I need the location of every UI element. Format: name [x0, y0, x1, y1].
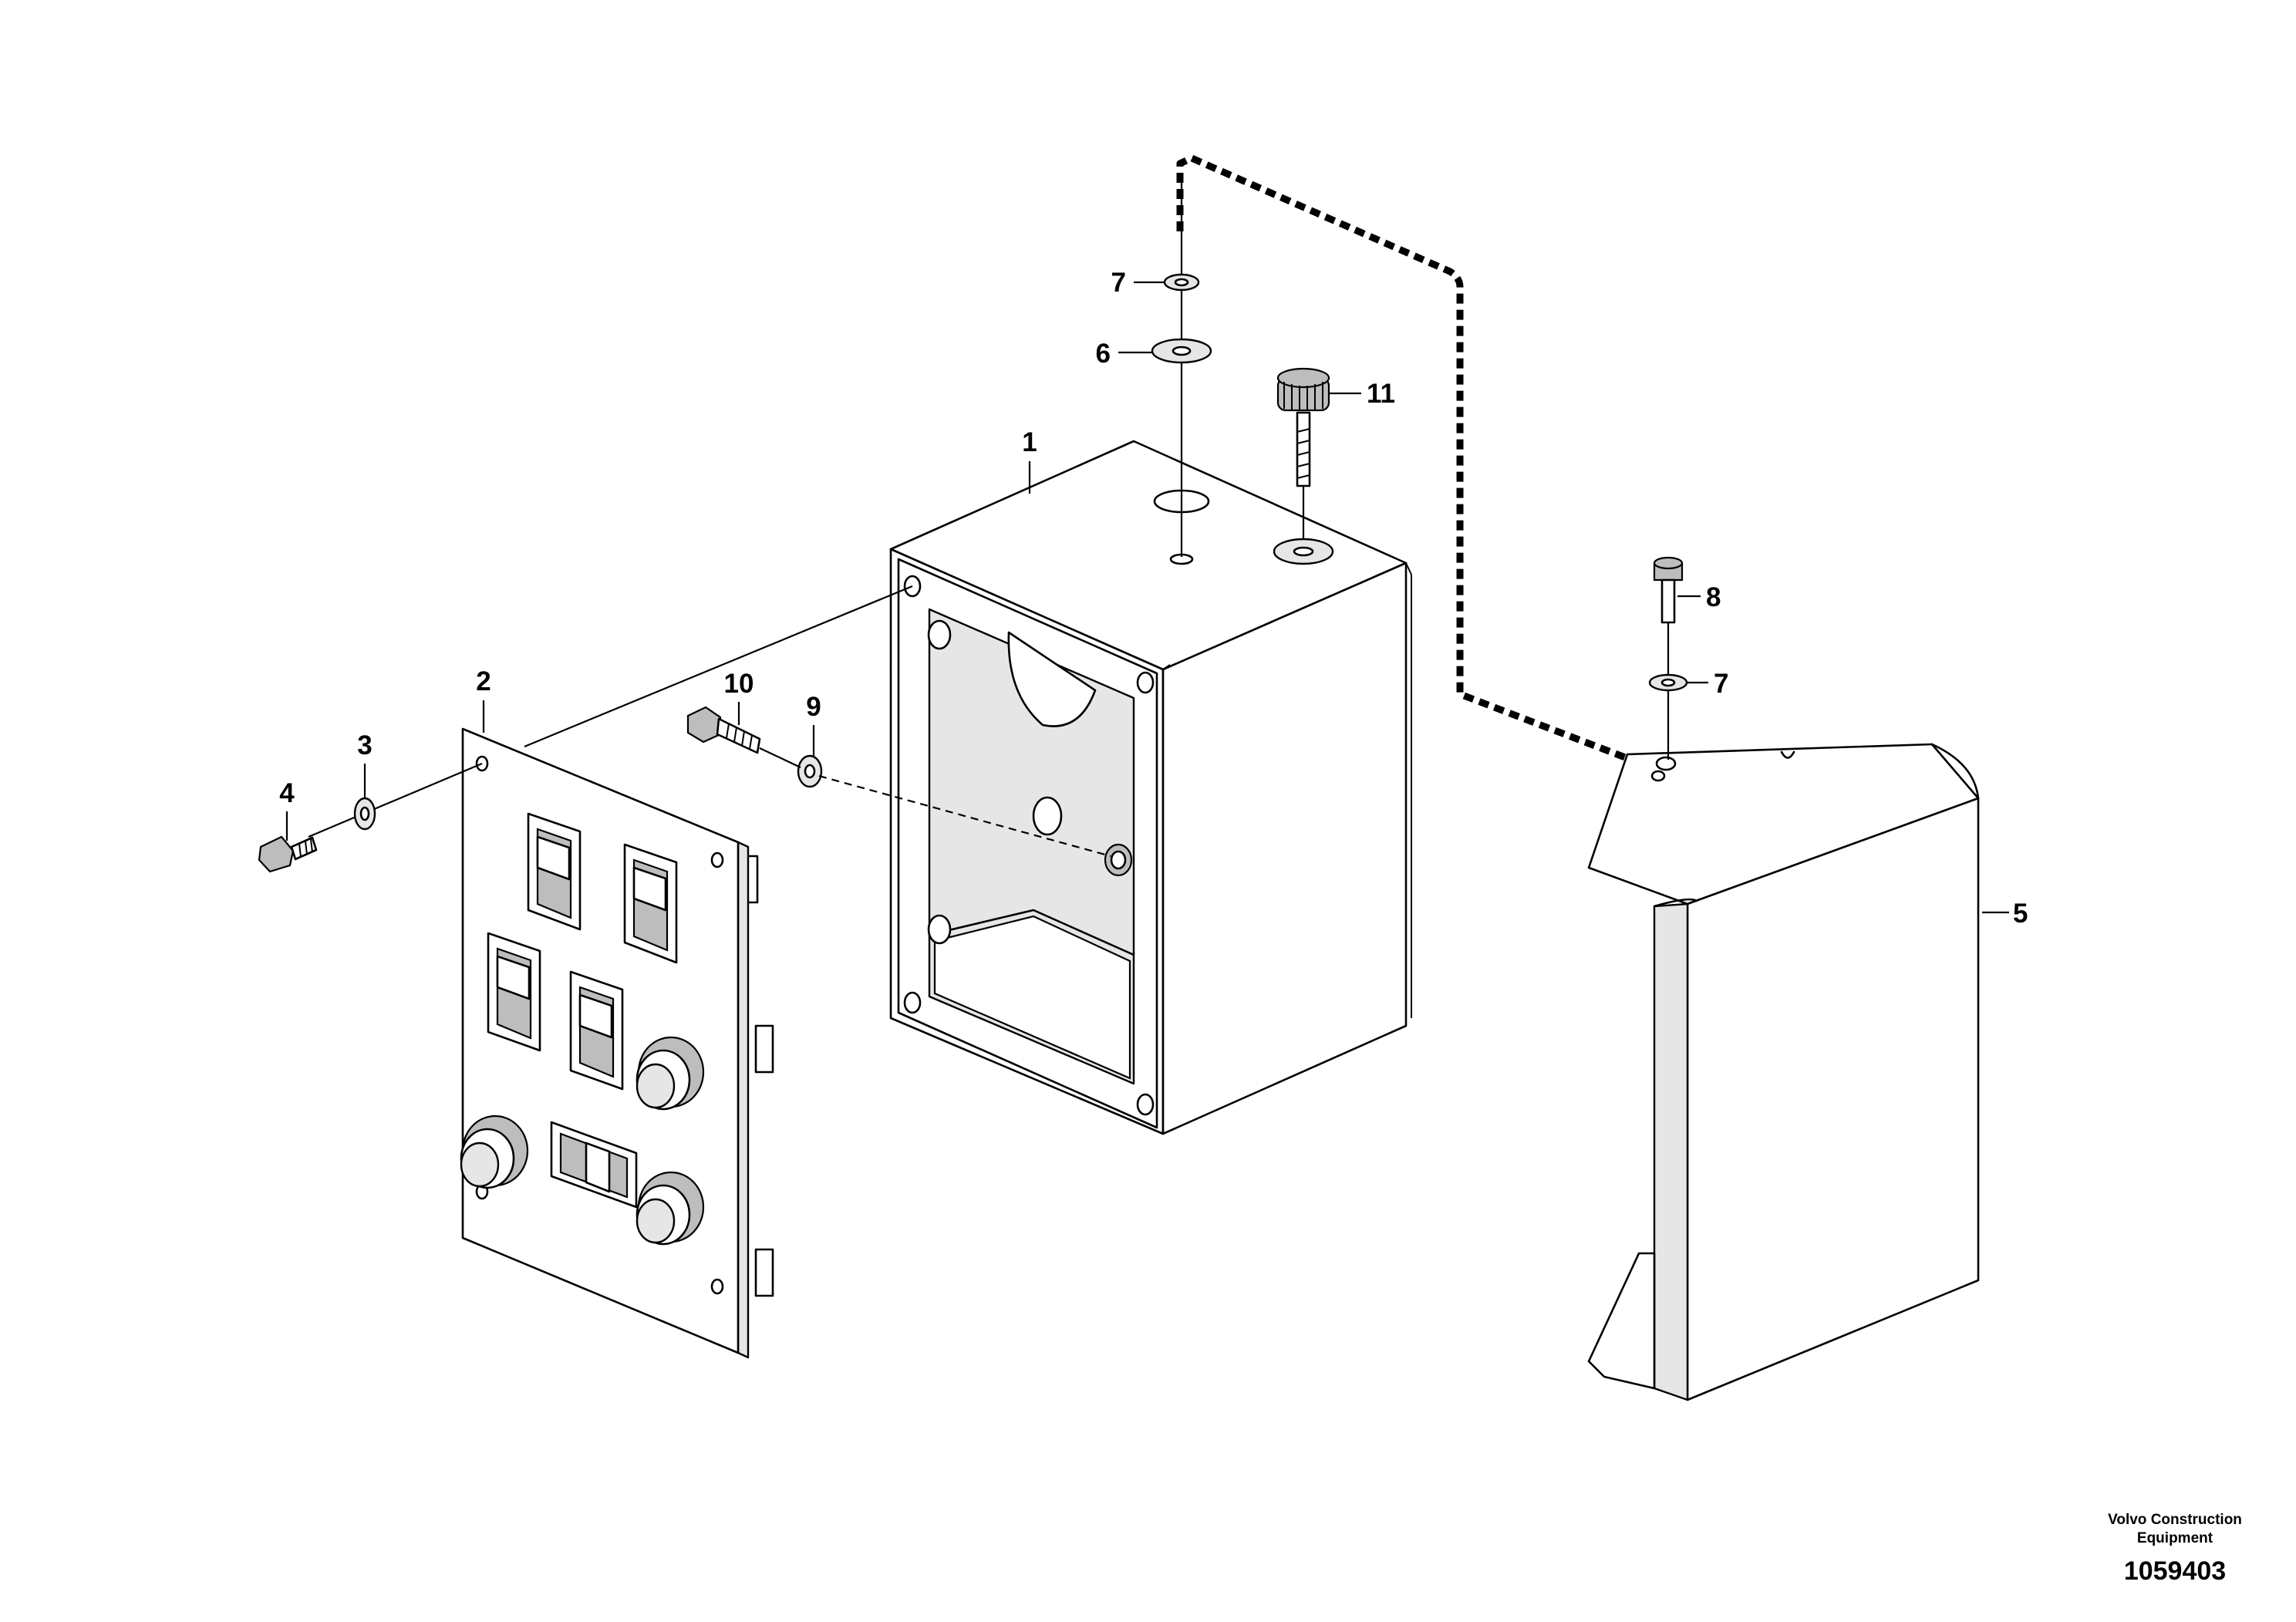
push-button — [636, 1036, 705, 1111]
callout-8: 8 — [1706, 582, 1721, 612]
bolt-10 — [686, 706, 761, 754]
washer-9 — [797, 754, 823, 788]
callout-11: 11 — [1367, 379, 1395, 409]
box-knockout-large — [1007, 631, 1097, 727]
box-mount-stud — [927, 619, 952, 650]
box-edge — [1405, 562, 1412, 575]
bolt-8 — [1653, 556, 1684, 624]
washer-3 — [353, 797, 376, 831]
switch-panel — [460, 727, 774, 1359]
bracket-slot — [1650, 770, 1666, 782]
callout-10: 10 — [724, 669, 754, 699]
credit-line-1: Volvo Construction — [2108, 1512, 2242, 1528]
rocker-switch — [487, 932, 541, 1052]
box-mount-stud — [927, 914, 952, 945]
bolt-10-thread — [726, 723, 753, 750]
bracket-fold-edge — [1653, 898, 1698, 908]
callout-5: 5 — [2013, 899, 2028, 929]
knob-screw-11 — [1273, 367, 1334, 565]
assembly-line-panel-box — [524, 585, 913, 748]
callout-6: 6 — [1096, 339, 1111, 369]
bracket — [1587, 743, 1980, 1401]
cable-dashed-line — [1176, 154, 1655, 767]
knob-screw-thread — [1296, 428, 1310, 479]
callout-1: 1 — [1022, 427, 1037, 457]
box-corner-hole — [1136, 1093, 1155, 1116]
box-interior-floor — [933, 915, 1131, 1080]
push-button — [636, 1171, 705, 1246]
document-number: 1059403 — [2124, 1556, 2226, 1586]
push-button — [460, 1114, 529, 1189]
box-side-face — [1161, 561, 1408, 1135]
electrical-box — [889, 440, 1412, 1135]
bracket-side-flange — [1653, 902, 1689, 1401]
knob-knurl — [1283, 382, 1323, 411]
assembly-line-bolt-4 — [308, 762, 483, 838]
callout-4: 4 — [279, 778, 295, 808]
callout-3: 3 — [357, 730, 372, 760]
bracket-top-flap — [1587, 743, 1980, 905]
rocker-switch — [527, 812, 582, 931]
panel-back-connector — [754, 1024, 774, 1074]
callout-9: 9 — [806, 692, 821, 722]
assembly-line-bolt-10 — [759, 747, 801, 768]
panel-hole — [710, 851, 724, 868]
panel-back-connector — [754, 1248, 774, 1297]
rocker-switch — [623, 843, 678, 964]
washer-7-top-hole — [1174, 278, 1189, 287]
bolt-4 — [258, 835, 318, 873]
callout-2: 2 — [476, 666, 491, 696]
assembly-line-hidden — [818, 774, 1111, 858]
rocker-switch-horizontal — [550, 1121, 638, 1209]
bracket-slot — [1655, 756, 1677, 771]
box-corner-hole — [1136, 671, 1155, 694]
rocker-switch — [569, 970, 624, 1091]
box-interior-back — [928, 909, 1135, 956]
box-knockout-small — [1032, 796, 1063, 836]
bracket-notch — [1780, 750, 1795, 759]
box-corner-hole — [903, 991, 922, 1014]
washer-6-hole — [1172, 346, 1192, 356]
panel-edge — [737, 841, 750, 1359]
bolt-4-thread — [298, 838, 313, 858]
callout-7-top: 7 — [1111, 268, 1126, 298]
credit-line-2: Equipment — [2137, 1530, 2213, 1546]
box-mount-nut-hole — [1110, 850, 1127, 870]
callout-7-right: 7 — [1714, 669, 1728, 699]
box-frame-rim — [897, 558, 1158, 1129]
knob-head-top — [1276, 367, 1330, 389]
knob-washer-hole — [1293, 546, 1314, 557]
bracket-lower-fold — [1587, 1252, 1656, 1390]
bracket-front-face — [1686, 797, 1980, 1401]
bracket-round-edge — [1930, 743, 1980, 800]
washer-7-right — [1648, 673, 1688, 692]
box-edge — [1162, 664, 1171, 670]
panel-hole — [710, 1278, 724, 1295]
